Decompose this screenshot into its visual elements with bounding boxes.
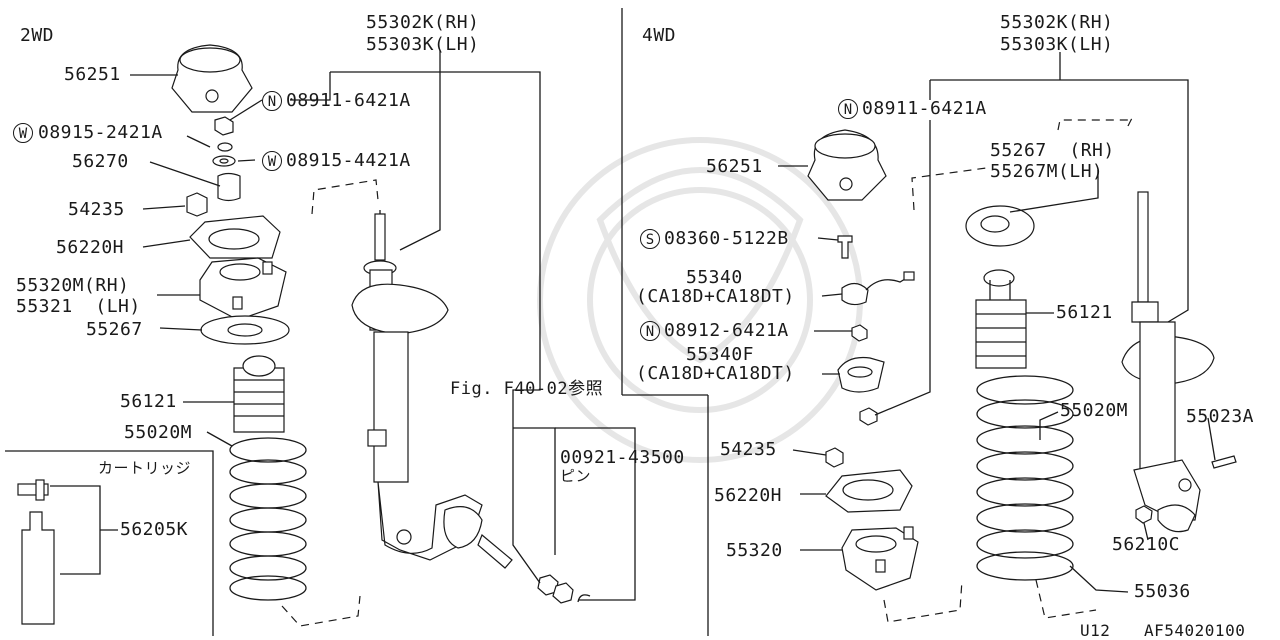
label-54235-left: 54235 xyxy=(68,199,125,220)
label-08915-4421: 08915-4421A xyxy=(286,150,411,171)
coil-spring-part xyxy=(229,437,307,601)
label-56121-left: 56121 xyxy=(120,391,177,412)
marker-w-icon: W xyxy=(262,151,282,171)
label-55267-right: 55267 (RH) xyxy=(990,140,1115,161)
bushing-part xyxy=(217,172,241,202)
label-fig-reference: Fig. F40-02参照 xyxy=(450,379,604,399)
label-08915-2421: 08915-2421A xyxy=(38,122,163,143)
label-55267m: 55267M(LH) xyxy=(990,161,1104,182)
coil-spring-part-4wd xyxy=(976,375,1074,581)
bellows-part xyxy=(233,355,285,433)
mount-insulator-part-4wd xyxy=(807,129,887,201)
cartridge-box xyxy=(5,450,214,636)
label-55267-left: 55267 xyxy=(86,319,143,340)
leader-lines-2wd xyxy=(50,50,636,601)
label-56220h-right: 56220H xyxy=(714,485,783,506)
label-56251-right: 56251 xyxy=(706,156,763,177)
label-00921: 00921-43500 xyxy=(560,447,685,468)
label-cartridge: カートリッジ xyxy=(98,459,192,477)
label-56251-left: 56251 xyxy=(64,64,121,85)
footer-model: U12 xyxy=(1080,621,1111,640)
label-55321: 55321 (LH) xyxy=(16,296,141,317)
label-ca18d-2: (CA18D+CA18DT) xyxy=(636,363,795,384)
label-55020m-left: 55020M xyxy=(124,422,193,443)
washer-part xyxy=(217,142,233,152)
strut-assembly-part xyxy=(351,210,591,604)
mount-insulator-part xyxy=(171,44,253,113)
label-55340f: 55340F xyxy=(686,344,755,365)
label-08911-right: 08911-6421A xyxy=(862,98,987,119)
label-55303k-right: 55303K(LH) xyxy=(1000,34,1114,55)
label-ca18d-1: (CA18D+CA18DT) xyxy=(636,286,795,307)
marker-n-icon: N xyxy=(640,321,660,341)
label-55340: 55340 xyxy=(686,267,743,288)
section-label-4wd: 4WD xyxy=(642,25,677,46)
label-08912: 08912-6421A xyxy=(664,320,789,341)
leader-lines-4wd xyxy=(778,52,1216,593)
marker-n-icon: N xyxy=(838,99,858,119)
marker-s-icon: S xyxy=(640,229,660,249)
label-56220h-left: 56220H xyxy=(56,237,125,258)
label-55036: 55036 xyxy=(1134,581,1191,602)
label-55023a: 55023A xyxy=(1186,406,1255,427)
label-54235-right: 54235 xyxy=(720,439,777,460)
section-label-2wd: 2WD xyxy=(20,25,55,46)
marker-n-icon: N xyxy=(262,91,282,111)
cartridge-part xyxy=(17,479,55,625)
label-55302k-right: 55302K(RH) xyxy=(1000,12,1114,33)
footer-code: AF54020100 xyxy=(1144,621,1246,640)
label-55320-right: 55320 xyxy=(726,540,783,561)
label-56210c: 56210C xyxy=(1112,534,1181,555)
label-56205k: 56205K xyxy=(120,519,189,540)
label-55302k-left: 55302K(RH) xyxy=(366,12,480,33)
label-55020m-right: 55020M xyxy=(1060,400,1129,421)
bellows-part-4wd xyxy=(975,269,1027,369)
strut-assembly-part-4wd xyxy=(1121,191,1237,533)
label-pin: ピン xyxy=(560,467,592,485)
label-55320m: 55320M(RH) xyxy=(16,275,130,296)
label-55303k-left: 55303K(LH) xyxy=(366,34,480,55)
label-56270: 56270 xyxy=(72,151,129,172)
marker-w-icon: W xyxy=(13,123,33,143)
label-08911-left: 08911-6421A xyxy=(286,90,411,111)
nut-part xyxy=(214,116,234,136)
label-56121-right: 56121 xyxy=(1056,302,1113,323)
sensor-part xyxy=(841,282,869,306)
label-08360: 08360-5122B xyxy=(664,228,789,249)
